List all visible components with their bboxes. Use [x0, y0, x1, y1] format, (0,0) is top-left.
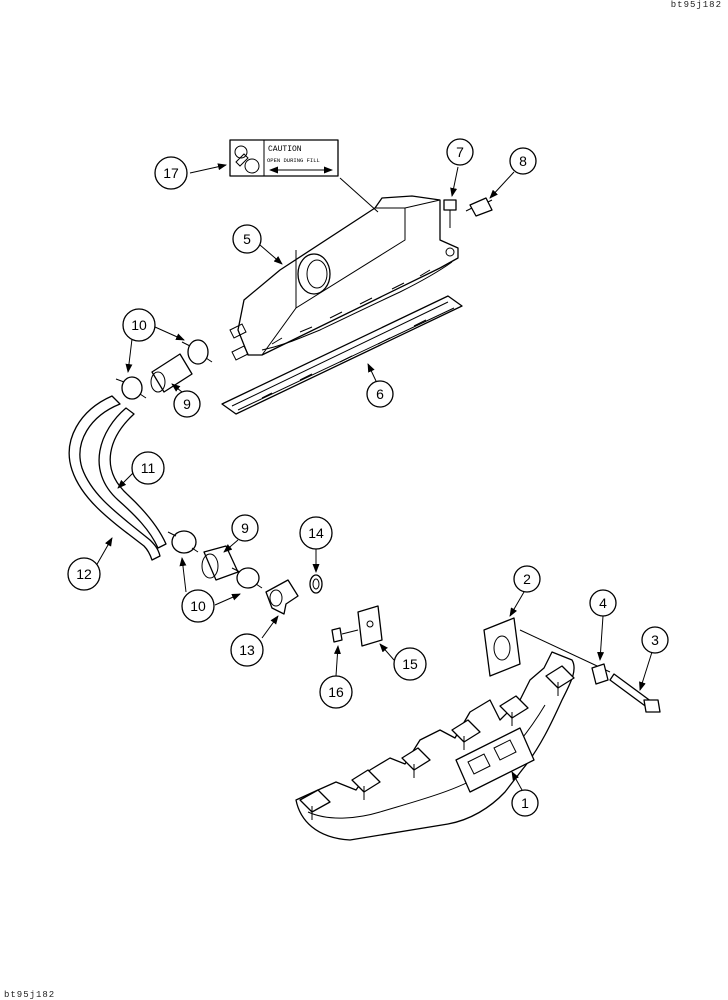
decal-caution-text: CAUTION	[268, 145, 302, 154]
callout-5: 5	[232, 224, 283, 265]
rocker-cover	[229, 195, 459, 361]
lower-hose-short	[201, 545, 239, 581]
callout-11-label: 11	[141, 460, 156, 476]
upper-hose-clamp-1	[181, 339, 213, 365]
callout-9-lower-label: 9	[241, 520, 249, 536]
elbow-fitting	[265, 579, 299, 615]
callout-1-label: 1	[521, 795, 529, 811]
lower-hose-clamp-1	[167, 530, 199, 554]
callout-9-lower: 9	[223, 514, 259, 553]
callout-3: 3	[639, 626, 669, 691]
reference-code-top: bt95j182	[670, 0, 722, 10]
cover-gasket	[221, 295, 463, 415]
callout-13-label: 13	[239, 642, 255, 658]
breather-fitting	[465, 197, 493, 217]
lock-plate	[591, 663, 609, 685]
callout-17: 17	[154, 156, 227, 190]
coolant-tube-11	[98, 407, 167, 549]
upper-hose-clamp-2	[115, 376, 147, 400]
callout-6-label: 6	[376, 386, 384, 402]
coolant-tube-12	[68, 395, 161, 561]
callout-11: 11	[117, 451, 165, 489]
cap-screw	[443, 199, 457, 228]
mounting-bolt	[331, 627, 359, 643]
callout-10-upper: 10	[122, 308, 185, 373]
callout-12: 12	[67, 537, 113, 591]
callout-2: 2	[509, 565, 541, 617]
callout-9-upper: 9	[171, 383, 201, 418]
gasket-alignment-line	[519, 629, 611, 673]
mounting-bracket	[357, 605, 383, 647]
callout-4-label: 4	[599, 595, 607, 611]
decal-instruction-text: OPEN DURING FILL	[267, 157, 320, 164]
exhaust-manifold	[295, 651, 575, 841]
reference-code-bottom: bt95j182	[4, 990, 56, 1000]
manifold-bolt	[609, 673, 661, 713]
callout-8-label: 8	[519, 153, 527, 169]
callout-9-upper-label: 9	[183, 396, 191, 412]
callout-15: 15	[379, 643, 427, 681]
decal-placement-line	[339, 177, 379, 213]
callout-16-label: 16	[328, 684, 344, 700]
callout-14-label: 14	[308, 525, 324, 541]
callout-14: 14	[299, 516, 333, 573]
callout-10-lower: 10	[179, 557, 241, 623]
callout-6: 6	[366, 363, 394, 408]
o-ring	[309, 574, 323, 594]
callout-3-label: 3	[651, 632, 659, 648]
manifold-gasket	[483, 617, 521, 677]
callout-1: 1	[511, 771, 539, 817]
lower-hose-clamp-2	[231, 567, 263, 589]
upper-hose-short	[150, 353, 193, 393]
callout-12-label: 12	[76, 566, 92, 582]
callout-15-label: 15	[402, 656, 418, 672]
callout-8: 8	[489, 147, 537, 199]
warning-hand-icon	[234, 145, 260, 174]
callout-16: 16	[319, 645, 353, 709]
callout-7-label: 7	[456, 144, 464, 160]
callout-17-label: 17	[163, 165, 179, 181]
callout-2-label: 2	[523, 571, 531, 587]
callout-4: 4	[589, 589, 617, 661]
callout-7: 7	[446, 138, 474, 197]
callout-10-upper-label: 10	[131, 317, 147, 333]
callout-13: 13	[230, 615, 279, 667]
callout-5-label: 5	[243, 231, 251, 247]
caution-decal: CAUTION OPEN DURING FILL	[229, 139, 339, 177]
callout-10-lower-label: 10	[190, 598, 206, 614]
